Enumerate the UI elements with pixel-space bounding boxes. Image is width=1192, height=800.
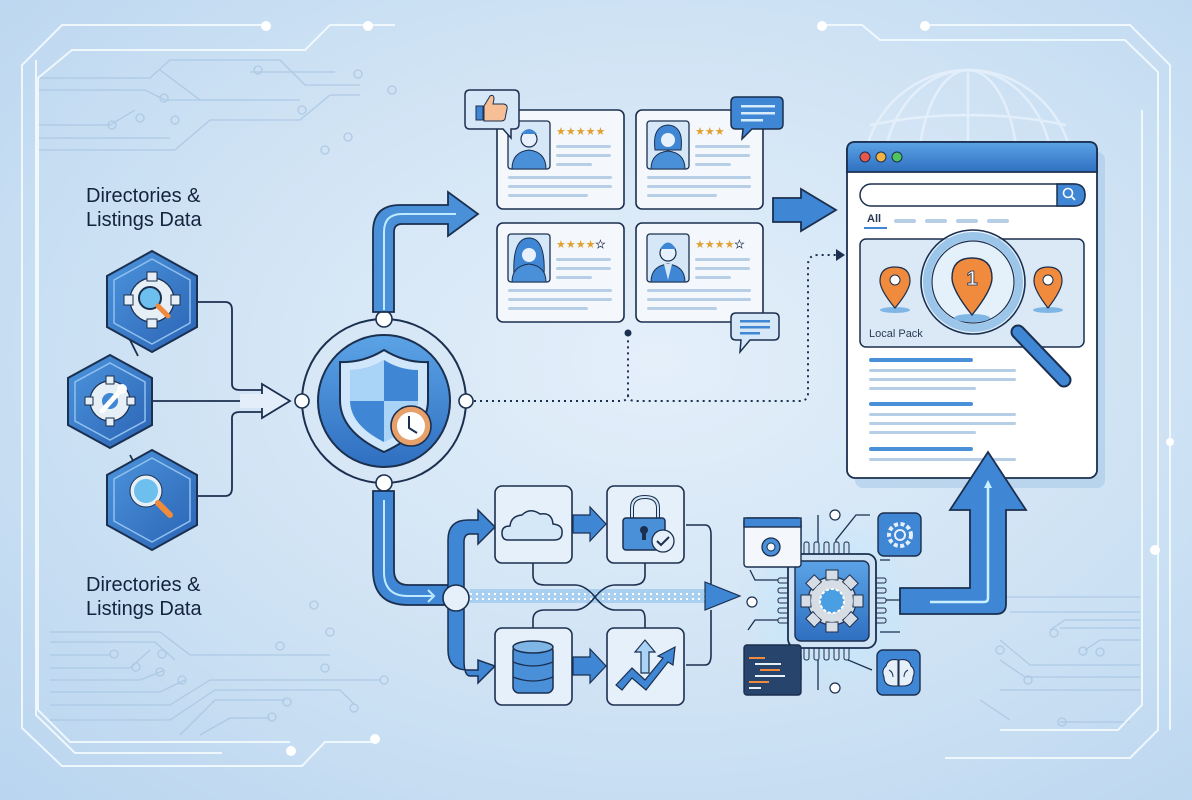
hub-node[interactable] <box>302 319 466 483</box>
growth-chart-icon <box>615 639 676 691</box>
data-stream <box>470 581 742 611</box>
source-label-line: Listings Data <box>86 209 202 231</box>
settings-window-icon <box>743 517 802 568</box>
pipeline-growth-node <box>606 627 685 706</box>
chat-bubble-icon <box>730 96 784 142</box>
review-card-4: ★★★★★ <box>635 222 780 355</box>
thumbs-up-icon <box>464 89 520 140</box>
clock-icon <box>390 405 432 447</box>
search-tab-all[interactable]: All <box>867 213 882 225</box>
source-label-line: Listings Data <box>86 598 202 620</box>
review-card-1[interactable] <box>497 110 624 209</box>
search-input[interactable] <box>860 184 1057 206</box>
review-card-3: ★★★★★ <box>496 222 625 323</box>
database-icon <box>512 640 554 694</box>
branch-arrows <box>447 508 497 685</box>
review-card-4[interactable] <box>636 223 763 322</box>
arrow-to-pipeline <box>372 490 449 606</box>
review-card-3[interactable] <box>497 223 624 322</box>
stars-4-icon: ★★★★★ <box>695 238 744 251</box>
source-label-bottom: Directories & Listings Data <box>86 573 202 621</box>
lock-check-icon <box>622 494 675 553</box>
search-icon <box>129 474 173 518</box>
arrow-to-reviews-icon <box>372 190 480 313</box>
code-window-icon <box>743 644 802 696</box>
gear-wrench-icon <box>84 375 136 427</box>
review-grid: ★★★★★ ★★★ <box>464 89 784 355</box>
rank-1-pin-icon <box>951 257 993 322</box>
source-label-top: Directories & Listings Data <box>86 184 202 232</box>
source-node-gear-search <box>106 249 198 354</box>
arrow-to-browser-icon <box>772 187 838 233</box>
arrow-to-search-results-icon <box>899 450 1028 615</box>
source-label-line: Directories & <box>86 574 201 596</box>
source-label-line: Directories & <box>86 185 201 207</box>
glow-frame-lines <box>21 24 1171 767</box>
review-card-2: ★★★ <box>635 96 784 210</box>
cloud-icon <box>501 510 563 541</box>
pipeline-cloud-node <box>494 485 573 564</box>
map-pin-icon <box>1033 266 1063 313</box>
stars-5-icon: ★★★★★ <box>556 125 605 138</box>
rank-badge: 1 <box>966 268 978 291</box>
pipeline-lock-node <box>606 485 685 564</box>
review-card-2[interactable] <box>636 110 763 209</box>
gear-chip-icon <box>800 569 864 633</box>
source-node-search <box>106 448 198 552</box>
brain-icon <box>876 649 921 696</box>
review-card-1: ★★★★★ <box>464 89 625 210</box>
stars-3-icon: ★★★ <box>695 125 725 138</box>
gear-search-icon <box>123 271 181 329</box>
circuit-background <box>38 59 1140 736</box>
pipeline-database-node <box>494 627 573 706</box>
hub-security-node <box>294 310 474 492</box>
ai-chip-cluster <box>737 505 927 696</box>
browser-window <box>846 141 1105 488</box>
dotted-connector <box>474 254 836 402</box>
map-pin-icon <box>879 266 911 313</box>
gear-icon <box>877 512 922 557</box>
source-node-gear-wrench <box>67 353 153 450</box>
stars-4-icon: ★★★★★ <box>556 238 605 251</box>
chat-bubble-icon <box>730 312 780 355</box>
local-pack-label: Local Pack <box>869 328 923 340</box>
search-button[interactable] <box>1057 184 1085 206</box>
